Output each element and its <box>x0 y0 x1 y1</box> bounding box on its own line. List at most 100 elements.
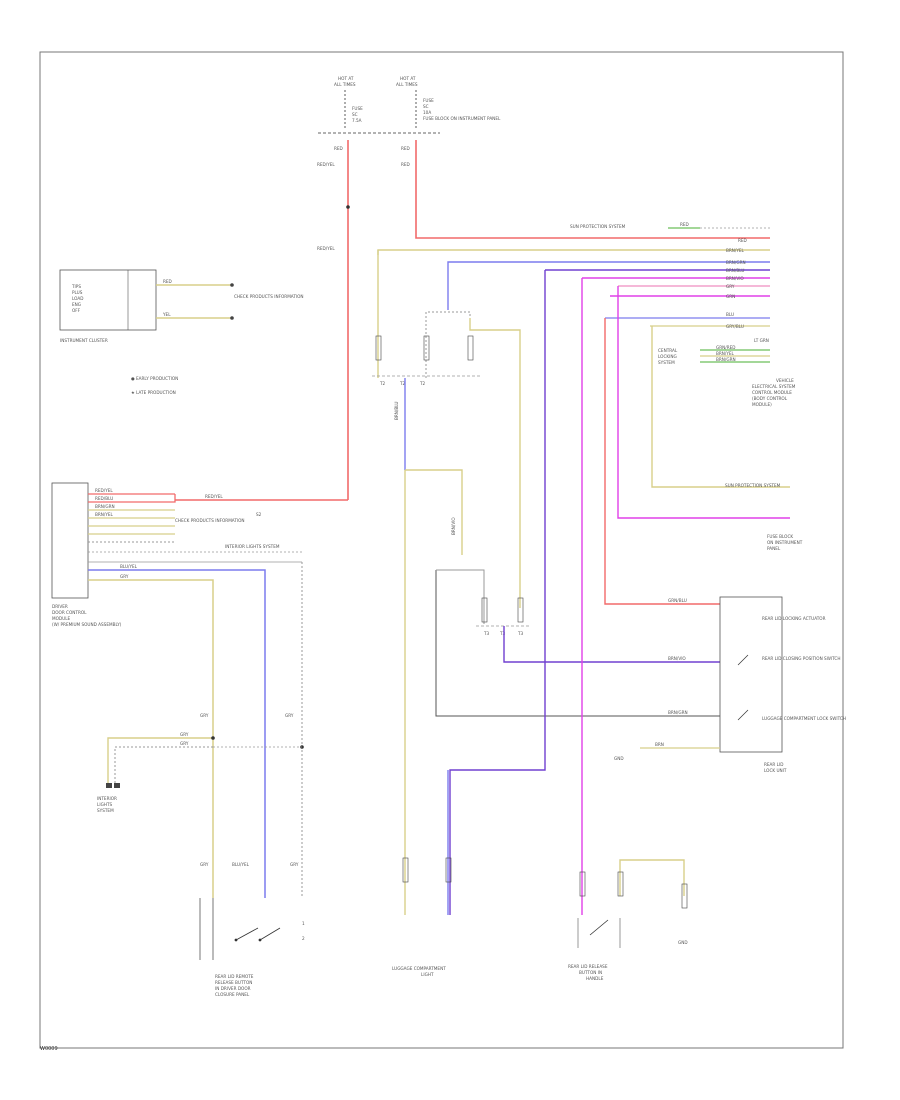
ic-text-3: ENG <box>72 302 81 307</box>
fuse-right-header-2: ALL TIMES <box>396 82 418 87</box>
ddm-label-2: DOOR CONTROL <box>52 610 87 615</box>
rl-label-2: LOCK UNIT <box>764 768 787 773</box>
cl-label-1: LOCKING <box>658 354 677 359</box>
fuse-left-label-2: SC <box>352 112 358 117</box>
ic-text-1: PLUS <box>72 290 83 295</box>
rs-wire-0: GRY <box>200 862 209 867</box>
handle-label-2: BUTTON IN <box>579 970 602 975</box>
ddm-red-label: RED/YEL <box>205 494 223 499</box>
legend-early: ● EARLY PRODUCTION <box>131 376 178 381</box>
fuse-right-label-2: SC <box>423 104 429 109</box>
rs-pin-0: 1 <box>302 921 305 926</box>
legend-late: ★ LATE PRODUCTION <box>131 390 176 395</box>
rs-label-2: RELEASE BUTTON <box>215 980 252 985</box>
harness-row-2: BRN/GRN <box>726 260 746 265</box>
rear-lid-handle-button: GND REAR LID RELEASE BUTTON IN HANDLE <box>568 859 688 981</box>
harness-row-1: BRN/YEL <box>726 248 745 253</box>
right-harness: SUN PROTECTION SYSTEM RED RED BRN/YEL BR… <box>377 222 770 343</box>
diagram-frame <box>39 51 844 1049</box>
vem-1: ELECTRICAL SYSTEM <box>752 384 796 389</box>
production-legend: ● EARLY PRODUCTION ★ LATE PRODUCTION <box>131 376 178 395</box>
vem-4: MODULE) <box>752 402 772 407</box>
ddm-wire-3: BRN/YEL <box>95 512 114 517</box>
vehicle-electrical-module-label: VEHICLE ELECTRICAL SYSTEM CONTROL MODULE… <box>752 378 796 407</box>
ic-wire-1: YEL <box>162 312 171 317</box>
ic-text-0: TIPS <box>71 284 81 289</box>
ddm-wire-0: RED/YEL <box>95 488 113 493</box>
conn-label-5: T3 <box>517 631 524 636</box>
vem-2: CONTROL MODULE <box>752 390 792 395</box>
instrument-cluster: TIPS PLUS LOAD ENG OFF INSTRUMENT CLUSTE… <box>59 269 304 343</box>
ic-destination: CHECK PRODUCTS INFORMATION <box>234 294 304 299</box>
ddm-blu-label: BLU/YEL <box>120 564 138 569</box>
rs-wire-1: BLU/YEL <box>232 862 250 867</box>
il-label-2: LIGHTS <box>97 802 113 807</box>
cl-wire-1: BRN/YEL <box>716 351 735 356</box>
harness-row-8: GRY/BLU <box>726 324 744 329</box>
rl-contact-2: LUGGAGE COMPARTMENT LOCK SWITCH <box>762 716 846 721</box>
ddm-wire-1: RED/BLU <box>95 496 113 501</box>
rs-wire-2: GRY <box>290 862 299 867</box>
ddm-label-1: DRIVER <box>52 604 68 609</box>
harness-row-3: BRN/BLU <box>726 268 744 273</box>
wire-label-red-right-top: RED <box>401 146 410 151</box>
conn-label-0: T2 <box>379 381 386 386</box>
wire-label-red-right: RED <box>401 162 410 167</box>
rl-contact-0: REAR LID LOCKING ACTUATOR <box>762 616 826 621</box>
interior-lights-block: GRY GRY GRY GRY INTERIOR LIGHTS SYSTEM <box>97 713 304 813</box>
central-locking-block: CENTRAL LOCKING SYSTEM GRN/RED BRN/YEL B… <box>658 345 770 365</box>
ddm-check-products: CHECK PRODUCTS INFORMATION <box>175 518 245 523</box>
harness-row-6: GRN <box>726 294 735 299</box>
rs-pin-1: 2 <box>302 936 305 941</box>
rs-label-4: CLOSURE PANEL <box>215 992 250 997</box>
handle-label-3: HANDLE <box>586 976 604 981</box>
fuse-block-label-2: PANEL <box>767 546 781 551</box>
il-label-3: SYSTEM <box>97 808 114 813</box>
luggage-label-2: LIGHT <box>421 972 434 977</box>
rl-wire-0: GRN/BLU <box>668 598 687 603</box>
sun-protection-label: SUN PROTECTION SYSTEM <box>725 483 781 488</box>
remote-release-switch: GRY BLU/YEL GRY 1 2 REAR LID REMOTE RELE… <box>199 862 305 997</box>
wire-label-red-left-2: RED/YEL <box>317 246 335 251</box>
il-label-1: INTERIOR <box>97 796 117 801</box>
fuse-left-header-1: HOT AT <box>338 76 354 81</box>
vem-0: VEHICLE <box>776 378 794 383</box>
harness-header: SUN PROTECTION SYSTEM <box>570 224 626 229</box>
luggage-label-1: LUGGAGE COMPARTMENT <box>392 966 446 971</box>
center-connector-upper: T2 T2 T2 <box>372 250 521 608</box>
harness-row-9: LT GRN <box>754 338 769 343</box>
rear-lid-lock-unit: GRN/BLU BRN/VIO BRN/GRN REAR LID LOCKING… <box>614 596 846 773</box>
fuse-left: HOT AT ALL TIMES FUSE SC 7.5A <box>334 76 363 130</box>
rl-wire-3: BRN <box>655 742 664 747</box>
luggage-wire-label-0: BRN/BLU <box>394 402 399 420</box>
il-wire-1: GRY <box>180 741 189 746</box>
cl-wire-0: GRN/RED <box>716 345 735 350</box>
luggage-compartment-light: LUGGAGE COMPARTMENT LIGHT <box>392 857 452 977</box>
rl-contact-1: REAR LID CLOSING POSITION SWITCH <box>762 656 840 661</box>
handle-ground: GND <box>678 940 688 945</box>
rl-ground: GND <box>614 756 624 761</box>
conn-label-2: T2 <box>419 381 426 386</box>
harness-row-5: GRY <box>726 284 735 289</box>
harness-row-7: BLU <box>726 312 734 317</box>
handle-label-1: REAR LID RELEASE <box>568 964 608 969</box>
fuse-right-header-1: HOT AT <box>400 76 416 81</box>
conn-label-4: T3 <box>499 631 506 636</box>
fuse-right-label-3: 10A <box>423 110 431 115</box>
cl-label-2: SYSTEM <box>658 360 675 365</box>
wire-label-red-left-top: RED <box>334 146 343 151</box>
conn-label-3: T3 <box>483 631 490 636</box>
rs-label-1: REAR LID REMOTE <box>215 974 254 979</box>
fuse-left-label-3: 7.5A <box>352 118 362 123</box>
harness-row-red: RED <box>738 238 747 243</box>
fuse-right-label-1: FUSE <box>423 98 434 103</box>
luggage-wire-label-1: BRN/VIO <box>451 517 456 535</box>
il-wire-0: GRY <box>180 732 189 737</box>
driver-door-module: DRIVER DOOR CONTROL MODULE (W/ PREMIUM S… <box>51 482 122 627</box>
fuse-block-label-1: ON INSTRUMENT <box>767 540 803 545</box>
conn-label-1: T2 <box>399 381 406 386</box>
fuse-left-label-1: FUSE <box>352 106 363 111</box>
wire-red-right <box>415 140 770 239</box>
cl-label-0: CENTRAL <box>658 348 678 353</box>
